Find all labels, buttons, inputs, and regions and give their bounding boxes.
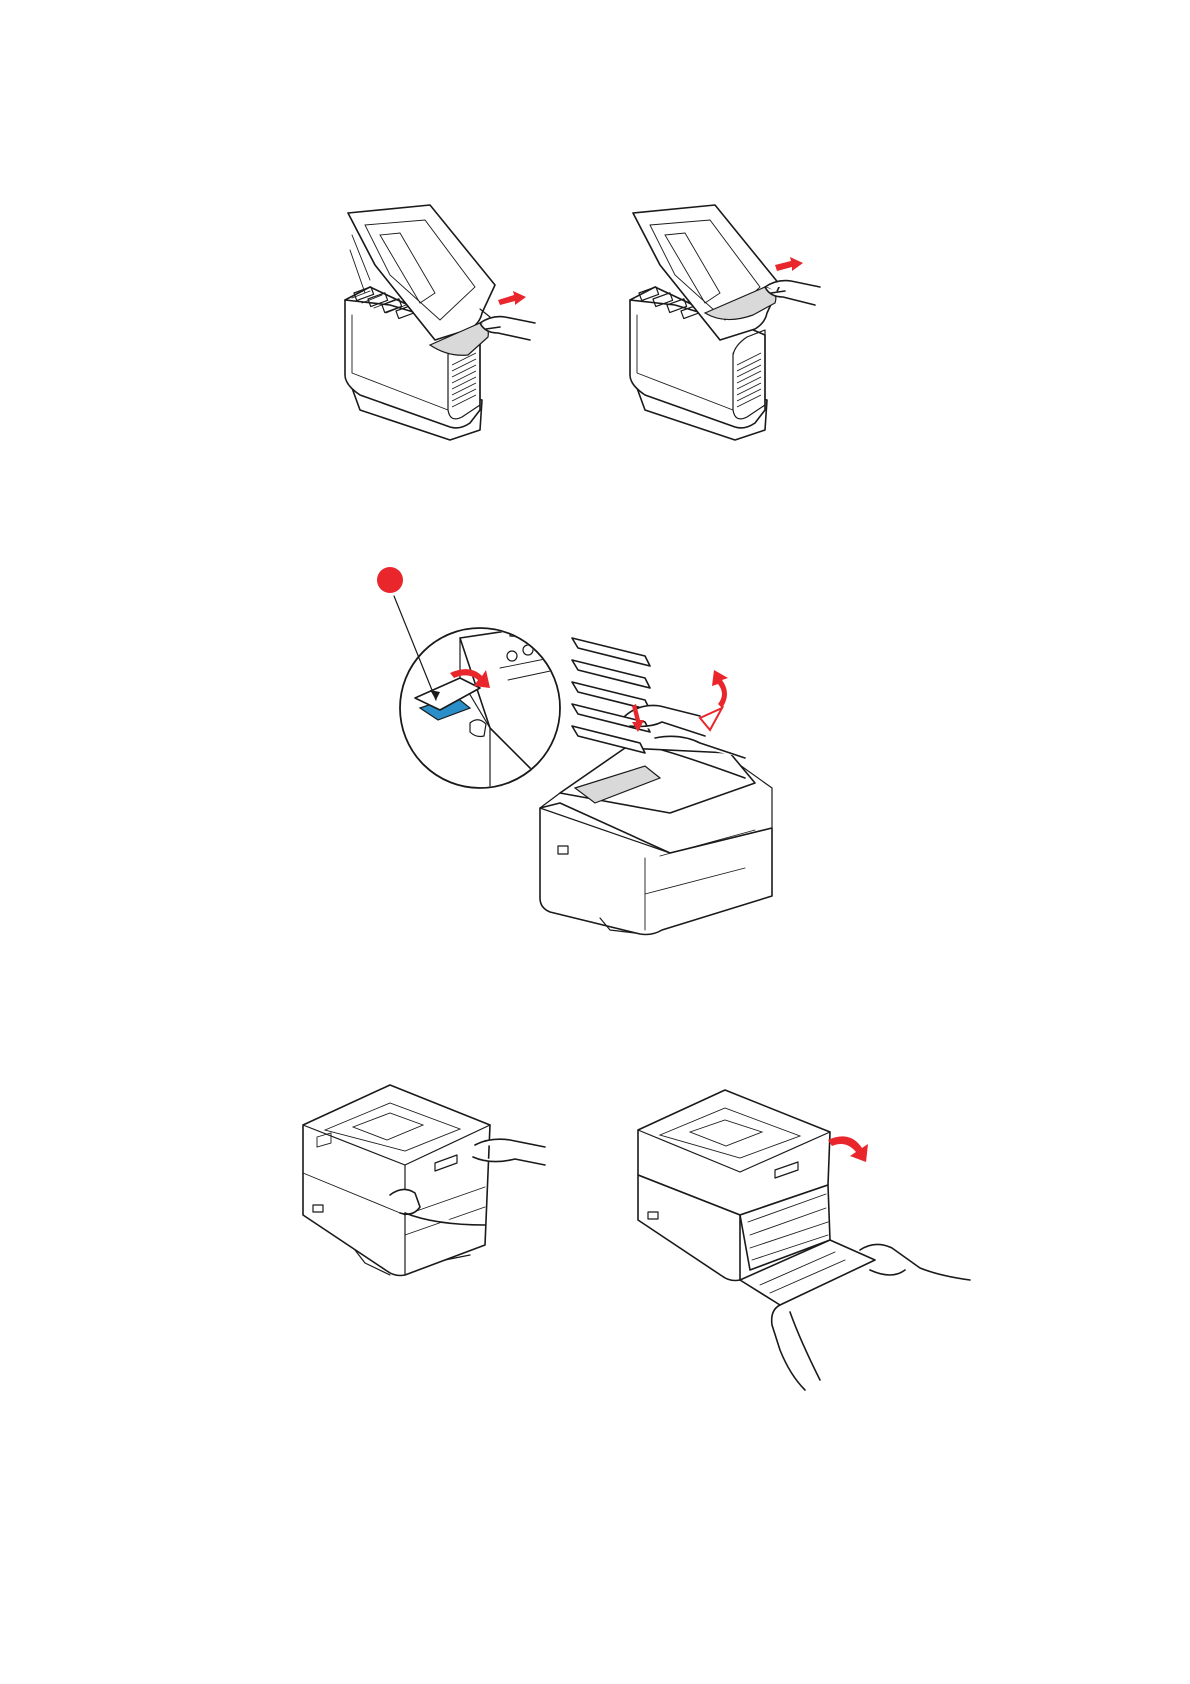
fuser-release-illustration [400, 598, 780, 938]
figure-middle [400, 598, 780, 938]
open-arrow-icon [828, 1136, 868, 1162]
figure-bottom-right [630, 1090, 975, 1390]
figure-bottom-left [295, 1085, 555, 1290]
figure-top-left [330, 205, 600, 450]
toner-cartridges [572, 638, 650, 753]
fuser-lever-blue [508, 596, 535, 638]
pull-arrow-icon [498, 291, 526, 305]
zoom-inset [394, 596, 565, 798]
callout-marker-icon [377, 567, 403, 593]
printer-door-open-illustration [630, 1090, 975, 1390]
lift-arrow-icon [700, 670, 728, 730]
printer-cover-open-illustration [330, 205, 600, 450]
printer-closed-illustration [295, 1085, 555, 1290]
printer-cover-open-illustration [615, 205, 885, 450]
pull-arrow-icon [775, 257, 803, 271]
figure-top-right [615, 205, 885, 450]
